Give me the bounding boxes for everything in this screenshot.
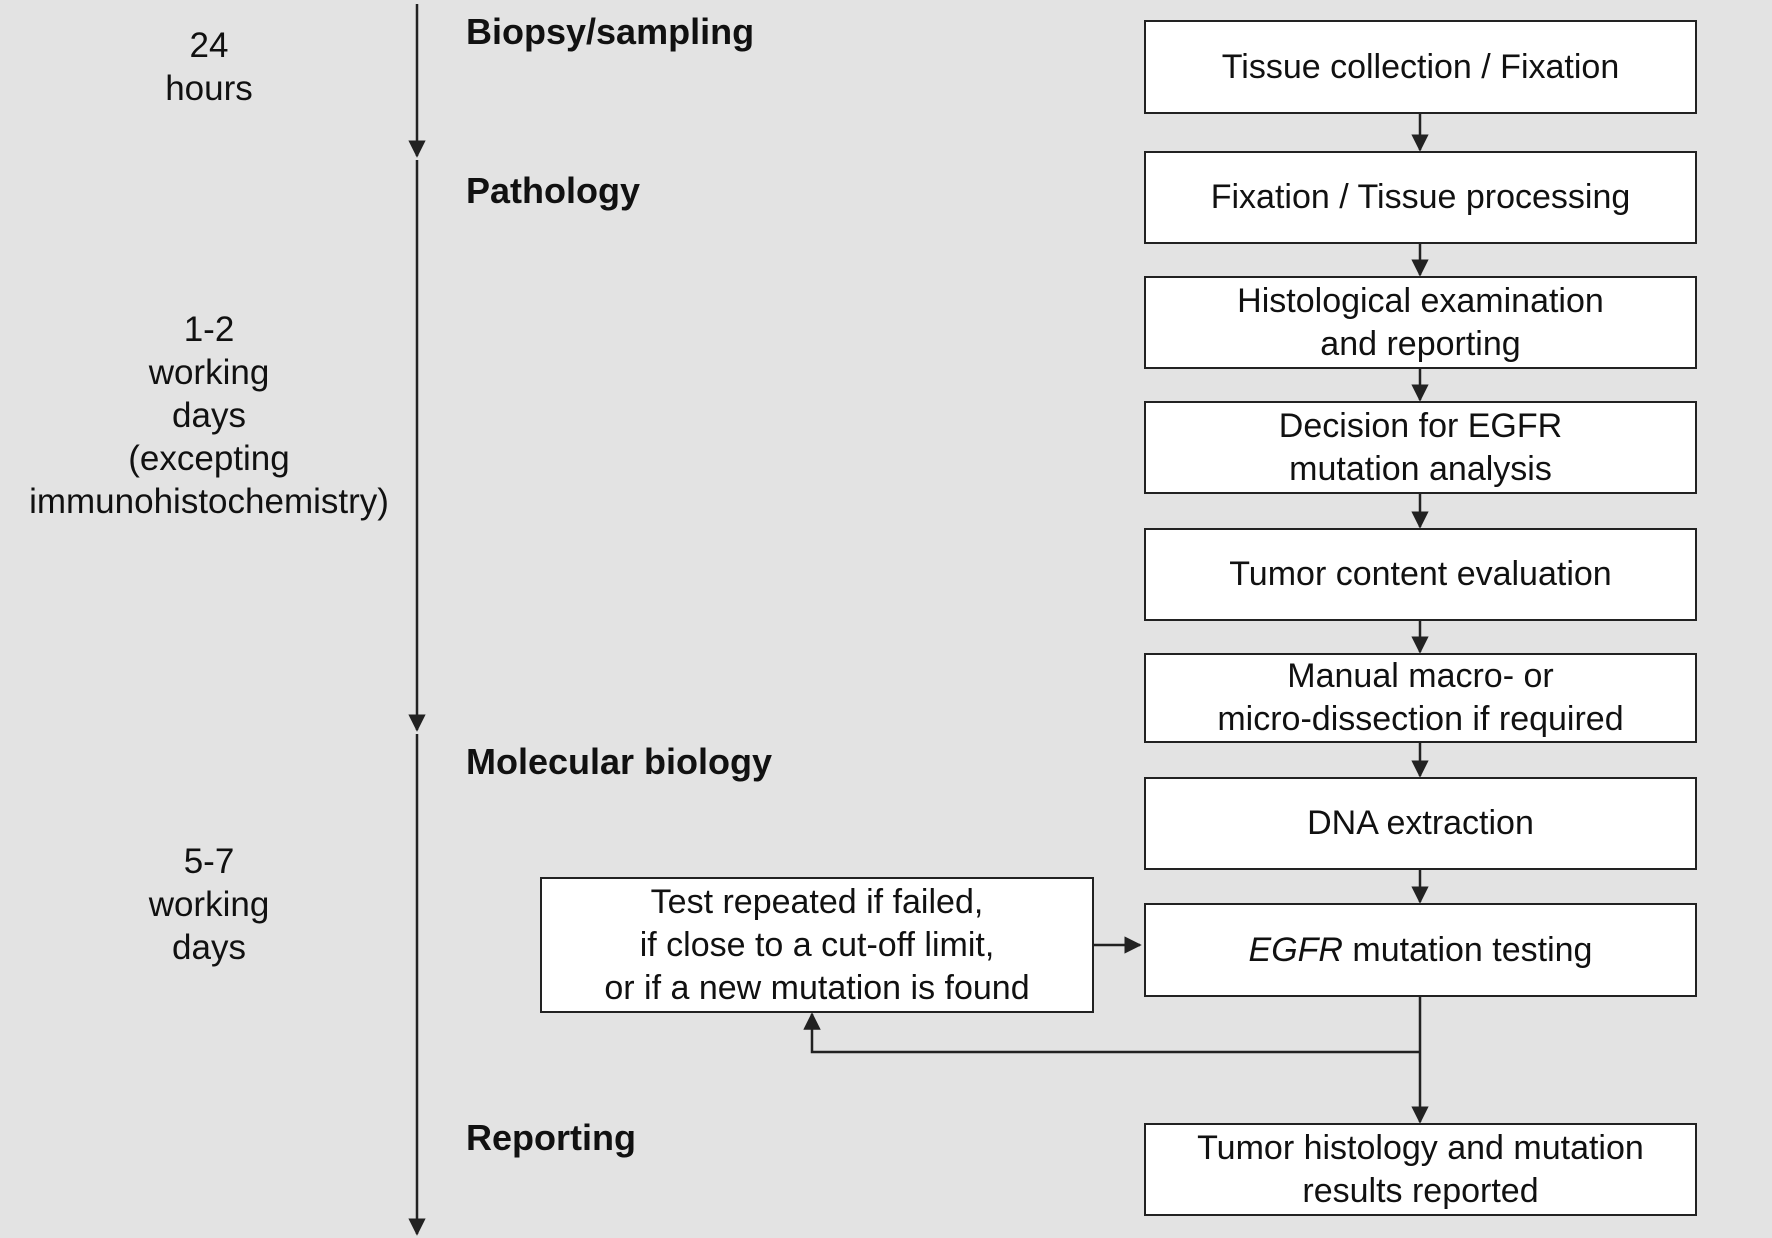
timeline-label-5-7-days: 5-7 working days: [148, 842, 270, 967]
repeat-test-box: Test repeated if failed, if close to a c…: [540, 877, 1094, 1013]
phase-pathology: Pathology: [466, 170, 641, 211]
step-dna-extraction: DNA extraction: [1144, 777, 1697, 870]
step-tissue-processing: Fixation / Tissue processing: [1144, 151, 1697, 244]
phase-biopsy: Biopsy/sampling: [466, 11, 755, 52]
timeline-label-1-2-days: 1-2 working days (excepting immunohistoc…: [29, 310, 389, 521]
step-tumor-content: Tumor content evaluation: [1144, 528, 1697, 621]
connector-loop-back: [803, 1012, 1420, 1054]
step-histological-examination: Histological examination and reporting: [1144, 276, 1697, 369]
step-dissection: Manual macro- or micro-dissection if req…: [1144, 653, 1697, 743]
step-results-reported: Tumor histology and mutation results rep…: [1144, 1123, 1697, 1216]
step-egfr-decision: Decision for EGFR mutation analysis: [1144, 401, 1697, 494]
timeline-label-24-hours: 24 hours: [165, 26, 253, 108]
phase-reporting: Reporting: [466, 1117, 636, 1158]
phase-molecular-biology: Molecular biology: [466, 741, 773, 782]
step-tissue-collection: Tissue collection / Fixation: [1144, 20, 1697, 114]
step-egfr-testing: EGFR mutation testing: [1144, 903, 1697, 997]
